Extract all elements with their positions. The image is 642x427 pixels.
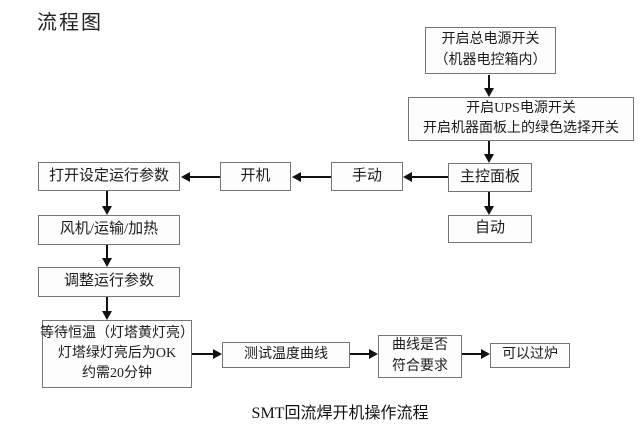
arrow-main-power-to-ups-head [484, 88, 494, 97]
arrow-set-params-to-fan-head [102, 206, 112, 215]
arrow-main-panel-to-manual-line [412, 176, 448, 178]
node-ups-power-switch-line2: 开启机器面板上的绿色选择开关 [423, 121, 619, 136]
arrow-ups-to-main-panel-line [488, 141, 490, 154]
arrow-fan-to-adjust-line [106, 245, 108, 258]
arrow-main-panel-to-manual-head [403, 172, 412, 182]
arrow-adjust-to-wait-head [102, 311, 112, 320]
node-auto-mode: 自动 [448, 215, 532, 243]
node-wait-constant-temp-line3: 约需20分钟 [82, 366, 152, 382]
arrow-wait-to-test-curve-line [192, 353, 213, 355]
node-power-on: 开机 [220, 162, 291, 191]
node-test-temp-curve: 测试温度曲线 [222, 342, 350, 368]
node-curve-check-line2: 符合要求 [392, 358, 448, 374]
arrow-fan-to-adjust-head [102, 258, 112, 267]
arrow-main-power-to-ups-line [488, 75, 490, 89]
node-curve-check-line1: 曲线是否 [392, 338, 448, 354]
node-main-control-panel: 主控面板 [448, 163, 532, 192]
diagram-title: 流程图 [37, 12, 103, 34]
node-fan-transport-heat: 风机/运输/加热 [38, 215, 180, 245]
arrow-manual-to-power-on-head [292, 172, 301, 182]
arrow-ups-to-main-panel-head [484, 154, 494, 163]
diagram-caption: SMT回流焊开机操作流程 [251, 405, 429, 422]
arrow-set-params-to-fan-line [106, 191, 108, 206]
arrow-check-to-pass-head [481, 349, 490, 359]
arrow-adjust-to-wait-line [106, 297, 108, 311]
node-wait-constant-temp-line1: 等待恒温（灯塔黄灯亮） [40, 325, 194, 341]
node-main-power-switch-line1: 开启总电源开关 [441, 32, 540, 48]
arrow-power-on-to-set-params-line [190, 176, 220, 178]
node-ups-power-switch: 开启UPS电源开关 开启机器面板上的绿色选择开关 [408, 97, 634, 141]
node-curve-check: 曲线是否 符合要求 [378, 335, 462, 378]
node-ups-power-switch-line1: 开启UPS电源开关 [466, 100, 576, 116]
arrow-main-panel-to-auto-line [488, 192, 490, 206]
node-set-run-params: 打开设定运行参数 [38, 162, 180, 191]
arrow-power-on-to-set-params-head [181, 172, 190, 182]
node-wait-constant-temp: 等待恒温（灯塔黄灯亮） 灯塔绿灯亮后为OK 约需20分钟 [40, 320, 194, 388]
node-main-power-switch: 开启总电源开关 （机器电控箱内） [425, 27, 556, 74]
arrow-test-curve-to-check-line [350, 353, 369, 355]
node-main-power-switch-line2: （机器电控箱内） [434, 52, 547, 68]
node-wait-constant-temp-line2: 灯塔绿灯亮后为OK [57, 345, 177, 361]
arrow-manual-to-power-on-line [301, 176, 331, 178]
node-manual-mode: 手动 [331, 162, 403, 191]
node-pass-oven: 可以过炉 [490, 343, 570, 368]
arrow-check-to-pass-line [462, 353, 481, 355]
arrow-test-curve-to-check-head [369, 349, 378, 359]
arrow-wait-to-test-curve-head [213, 349, 222, 359]
node-adjust-run-params: 调整运行参数 [38, 267, 180, 297]
arrow-main-panel-to-auto-head [484, 206, 494, 215]
